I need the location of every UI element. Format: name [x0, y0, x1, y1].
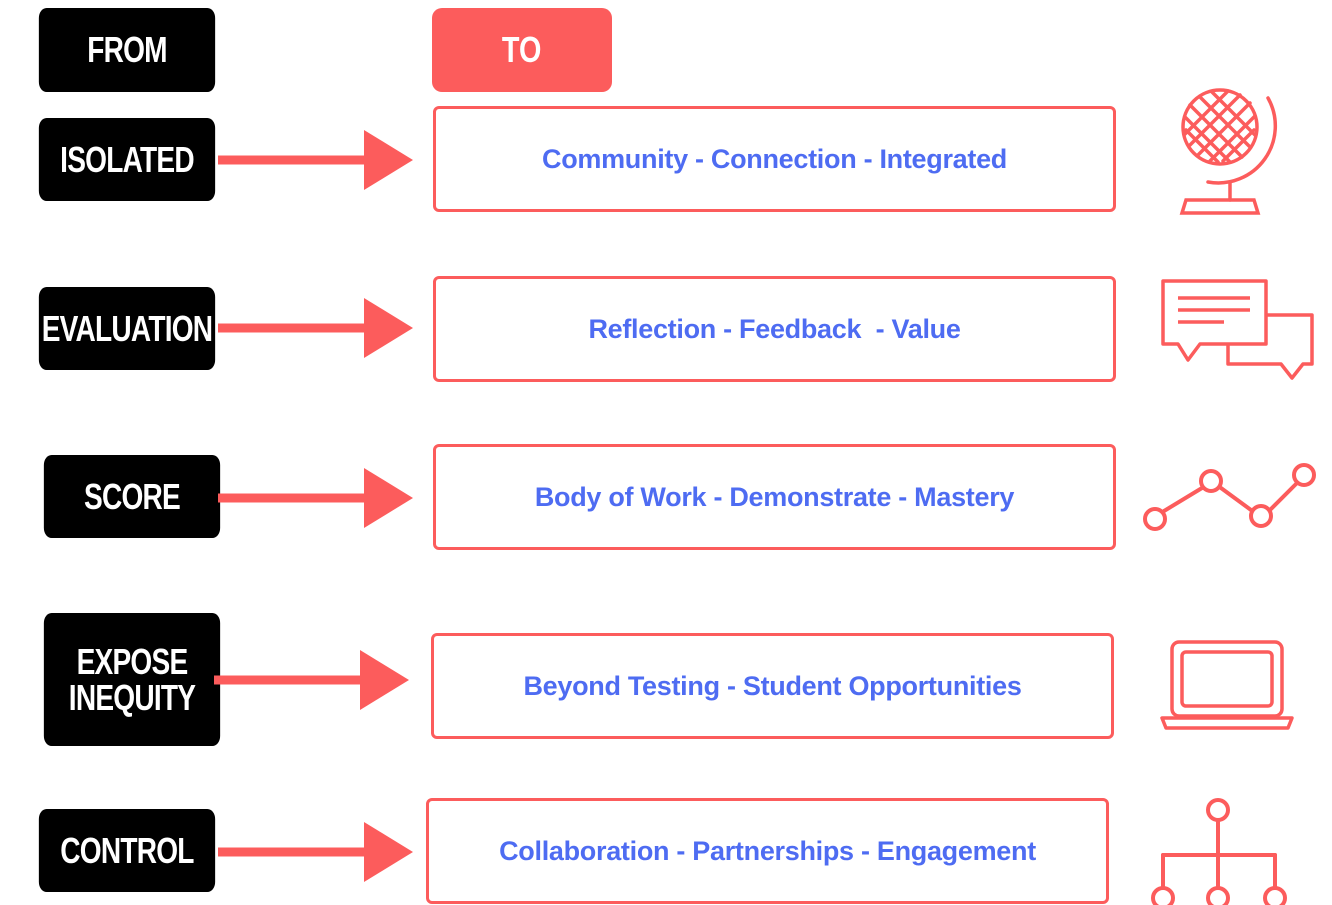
from-header-label: FROM	[87, 29, 167, 70]
hierarchy-icon	[1151, 798, 1287, 905]
from-label-multiline: EXPOSE INEQUITY	[68, 640, 196, 718]
arrow-right-icon	[218, 130, 413, 190]
from-label-expose-inequity: EXPOSE INEQUITY	[43, 613, 221, 746]
to-header-label: TO	[502, 29, 542, 70]
line-graph-icon	[1143, 463, 1316, 531]
from-label-evaluation: EVALUATION	[38, 287, 216, 370]
chat-bubbles-icon	[1161, 279, 1314, 380]
to-box-collaboration: Collaboration - Partnerships - Engagemen…	[426, 798, 1109, 904]
to-box-text: Collaboration - Partnerships - Engagemen…	[499, 835, 1036, 866]
from-label-text: ISOLATED	[60, 138, 194, 180]
to-box-text: Beyond Testing - Student Opportunities	[523, 670, 1022, 701]
from-label-line: EXPOSE	[76, 640, 189, 682]
arrow-right-icon	[218, 298, 413, 358]
to-box-community: Community - Connection - Integrated	[433, 106, 1116, 212]
laptop-icon	[1160, 640, 1294, 730]
arrow-right-icon	[218, 468, 413, 528]
to-box-text: Body of Work - Demonstrate - Mastery	[534, 481, 1015, 512]
to-box-beyond-testing: Beyond Testing - Student Opportunities	[431, 633, 1114, 739]
to-box-body-of-work: Body of Work - Demonstrate - Mastery	[433, 444, 1116, 550]
from-label-text: CONTROL	[60, 829, 194, 871]
to-box-reflection: Reflection - Feedback - Value	[433, 276, 1116, 382]
from-label-score: SCORE	[43, 455, 221, 538]
from-label-isolated: ISOLATED	[38, 118, 216, 201]
to-box-text: Community - Connection - Integrated	[542, 143, 1007, 174]
globe-icon	[1179, 88, 1278, 215]
arrow-right-icon	[214, 650, 409, 710]
from-label-control: CONTROL	[38, 809, 216, 892]
from-label-line: INEQUITY	[68, 676, 196, 718]
to-box-text: Reflection - Feedback - Value	[588, 313, 961, 344]
to-header: TO	[432, 8, 612, 92]
from-label-text: SCORE	[84, 475, 181, 517]
from-header: FROM	[38, 8, 216, 92]
arrow-right-icon	[218, 822, 413, 882]
from-label-text: EVALUATION	[41, 307, 213, 349]
